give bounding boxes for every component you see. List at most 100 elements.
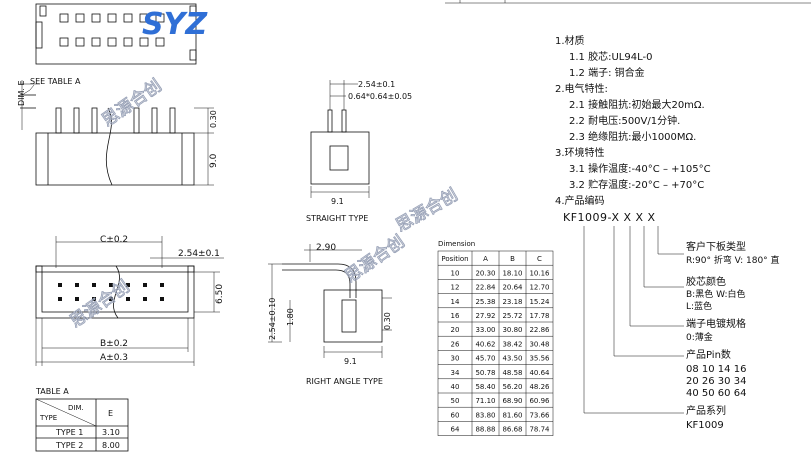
dimension-table-cell: 20.30 [475, 269, 495, 277]
frame-top-right [445, 0, 811, 4]
dimension-table-cell: 23.18 [502, 298, 522, 306]
dimension-table-cell: 81.60 [502, 411, 522, 419]
front-dim-c: C±0.2 [100, 235, 128, 245]
straight-dim-91: 9.1 [331, 197, 344, 206]
dimension-table-header: A [483, 255, 488, 263]
table-a-row-2-e: 8.00 [102, 441, 120, 450]
dimension-table-cell: 25.38 [475, 298, 495, 306]
dimension-table-cell: 45.70 [475, 355, 495, 363]
ra-dim-91: 9.1 [344, 357, 357, 366]
dimension-table-cell: 64 [451, 426, 460, 434]
spec-line-1: 1.材质 [555, 36, 585, 47]
table-a-col-e: E [108, 409, 113, 418]
front-dim-650: 6.50 [215, 284, 225, 304]
table-a-row-1-type: TYPE 1 [55, 428, 83, 437]
dimension-table-header: Position [441, 255, 468, 263]
dimension-table-cell: 30 [451, 355, 460, 363]
spec-line-5: 2.1 接触阻抗:初始最大20mΩ. [569, 100, 705, 111]
color-values-1: B:黑色 W:白色 [686, 290, 746, 300]
front-dim-b: B±0.2 [100, 339, 128, 349]
dimension-table-cell: 50.78 [475, 369, 495, 377]
dimension-table-cell: 12.70 [529, 284, 549, 292]
front-view-pins [58, 283, 164, 301]
top-view-pins [59, 13, 165, 47]
front-dim-a: A±0.3 [100, 353, 128, 363]
dimension-table-cell: 34 [451, 369, 460, 377]
table-a-row-1-e: 3.10 [102, 428, 120, 437]
table-a-row-2-type: TYPE 2 [55, 441, 83, 450]
dimension-table-cell: 50 [451, 397, 460, 405]
straight-type-drawing: 2.54±0.1 0.64*0.64±0.05 9.1 STRAIGHT TYP… [306, 80, 412, 223]
dimension-table-cell: 40.64 [529, 369, 550, 377]
dimension-table-cell: 68.90 [502, 397, 522, 405]
table-a-title: TABLE A [35, 387, 69, 396]
series-title: 产品系列 [686, 406, 726, 417]
right-angle-label: RIGHT ANGLE TYPE [306, 377, 383, 386]
table-a: TABLE A DIM. TYPE E TYPE 1 3.10 TYPE 2 8… [35, 387, 129, 452]
dimension-table-cell: 71.10 [475, 397, 495, 405]
straight-dim-254: 2.54±0.1 [358, 80, 395, 89]
dimension-table-cell: 25.72 [502, 312, 522, 320]
dimension-table-cell: 48.26 [529, 383, 550, 391]
dimension-table-cell: 30.48 [529, 340, 549, 348]
dimension-table-cell: 18.10 [502, 269, 522, 277]
dimension-table-cell: 86.68 [502, 426, 522, 434]
dimension-table-cell: 40 [451, 383, 460, 391]
dimension-table-cell: 56.20 [502, 383, 522, 391]
table-a-type: TYPE [39, 414, 57, 422]
spec-line-4: 2.电气特性: [555, 84, 608, 95]
watermarks: 思源合创 思源合创 思源合创 思源合创 [66, 75, 462, 332]
watermark-4: 思源合创 [393, 185, 462, 236]
ra-dim-254: 2.54±0.10 [268, 298, 277, 340]
board-type-values: R:90° 折弯 V: 180° 直 [686, 256, 780, 266]
color-title: 胶芯颜色 [686, 277, 726, 288]
spec-line-3: 1.2 端子: 铜合金 [569, 68, 645, 79]
spec-line-7: 2.3 绝缘阻抗:最小1000MΩ. [569, 132, 697, 143]
dimension-table-cell: 12 [451, 284, 460, 292]
see-table-a-label: SEE TABLE A [30, 77, 81, 86]
dimension-table-cell: 38.42 [502, 340, 522, 348]
pins-row-3: 40 50 60 64 [686, 388, 747, 399]
front-dim-254: 2.54±0.1 [178, 249, 220, 259]
watermark-1: 思源合创 [98, 76, 165, 131]
ra-dim-180: 1.80 [286, 308, 295, 326]
board-type-title: 客户下板类型 [686, 242, 746, 253]
dimension-table-cell: 35.56 [529, 355, 550, 363]
dimension-table-cell: 10.16 [529, 269, 550, 277]
ra-dim-290: 2.90 [316, 243, 336, 253]
dimension-table-cell: 15.24 [529, 298, 550, 306]
spec-line-8: 3.环境特性 [555, 148, 605, 159]
dimension-table-cell: 60 [451, 411, 460, 419]
dim-90: 9.0 [209, 153, 219, 168]
dimension-table-border [437, 250, 554, 436]
dimension-table-header: C [537, 255, 542, 263]
dimension-table-cell: 78.74 [529, 426, 550, 434]
spec-line-6: 2.2 耐电压:500V/1分钟. [569, 116, 681, 127]
straight-type-label: STRAIGHT TYPE [306, 214, 368, 223]
top-view-drawing [35, 3, 197, 65]
dimension-table-title: Dimension [438, 240, 475, 248]
dimension-table-cell: 17.78 [529, 312, 549, 320]
dimension-table-cell: 22.86 [529, 326, 550, 334]
dimension-table-cell: 83.80 [475, 411, 495, 419]
dimension-table-cell: 22.84 [475, 284, 496, 292]
right-angle-drawing: 2.90 2.54±0.10 1.80 0.30 9.1 RIGHT ANGLE… [268, 243, 392, 386]
dimension-table-cell: 43.50 [502, 355, 522, 363]
logo-text: SYZ [142, 7, 208, 42]
watermark-3: 思源合创 [341, 232, 408, 287]
dimension-table-cell: 27.92 [475, 312, 495, 320]
dimension-table-cell: 30.80 [502, 326, 522, 334]
dimension-table-cell: 10 [451, 269, 460, 277]
color-values-2: L:蓝色 [686, 302, 713, 312]
dimension-table-cell: 60.96 [529, 397, 550, 405]
specs-block: 1.材质 1.1 胶芯:UL94L-0 1.2 端子: 铜合金 2.电气特性: … [555, 34, 711, 210]
dim-030-top: 0.30 [209, 110, 218, 128]
spec-line-9: 3.1 操作温度:-40°C – +105°C [569, 164, 711, 175]
dimension-table-cell: 33.00 [475, 326, 495, 334]
spec-line-10: 3.2 贮存温度:-20°C – +70°C [569, 180, 705, 191]
pins-row-1: 08 10 14 16 [686, 364, 747, 375]
dim-e-label: DIM. E [17, 80, 26, 106]
dimension-table-cell: 16 [451, 312, 460, 320]
